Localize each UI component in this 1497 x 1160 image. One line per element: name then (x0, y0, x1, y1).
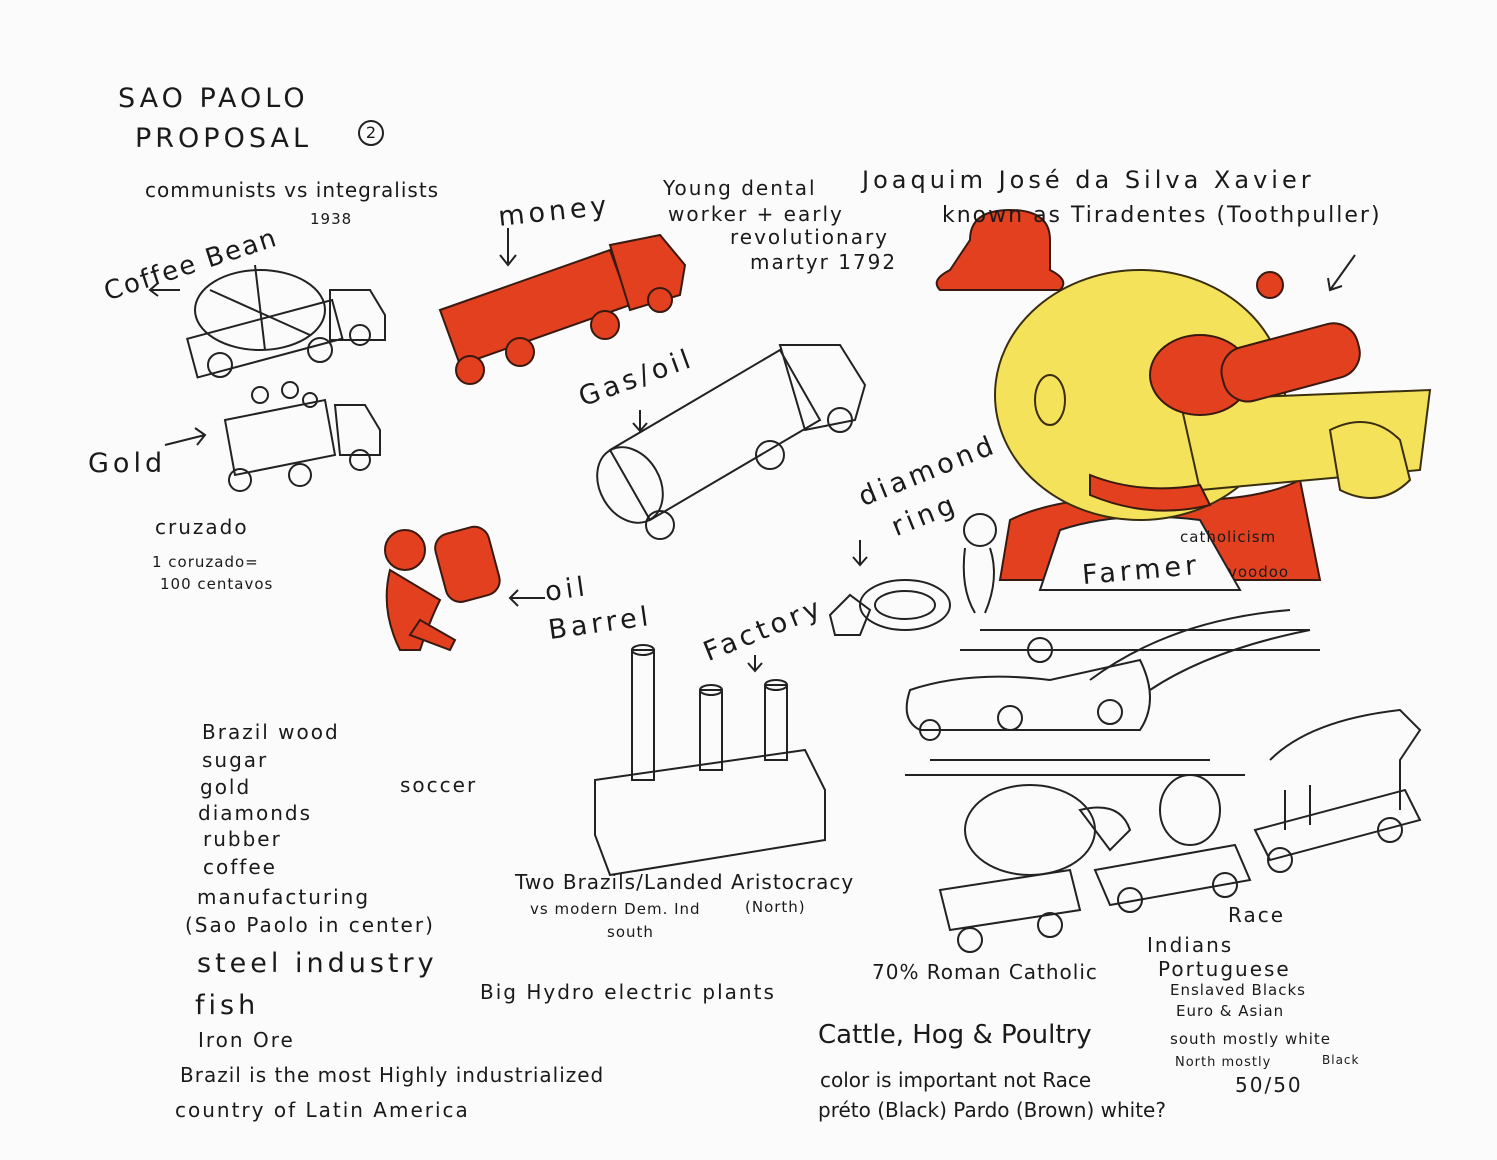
note-livestock: Cattle, Hog & Poultry (818, 1020, 1092, 1050)
note-dental-1: Young dental (663, 176, 817, 200)
note-catholicism: catholicism (1180, 528, 1277, 546)
page-number-badge: 2 (358, 120, 384, 146)
note-known-as: known as Tiradentes (Toothpuller) (942, 203, 1382, 228)
note-dental-2: worker + early (668, 202, 844, 226)
note-industrialized-2: country of Latin America (175, 1098, 470, 1122)
tiradentes-drawing (935, 208, 1432, 591)
note-soccer: soccer (400, 773, 478, 797)
title-line-2: PROPOSAL (135, 123, 312, 154)
note-dental-4: martyr 1792 (750, 250, 898, 274)
race-item: Euro & Asian (1176, 1002, 1285, 1020)
note-industrialized-1: Brazil is the most Highly industrialized (180, 1063, 605, 1087)
resource-item: (Sao Paolo in center) (185, 913, 435, 937)
resource-item: gold (200, 775, 252, 799)
note-steel: steel industry (197, 948, 438, 979)
animal-train-drawing (938, 708, 1422, 953)
note-black: Black (1322, 1053, 1360, 1067)
note-cruzado-def-2: 100 centavos (160, 575, 274, 593)
money-truck-drawing (438, 233, 687, 385)
race-item: Indians (1147, 933, 1234, 957)
note-oil: oil (543, 571, 591, 608)
note-color-1: color is important not Race (820, 1068, 1092, 1092)
oil-tanker-drawing (596, 344, 867, 540)
race-car-drawing (905, 609, 1320, 776)
note-race-title: Race (1228, 903, 1286, 927)
note-communists: communists vs integralists (145, 178, 440, 202)
note-two-brazils: Two Brazils/Landed Aristocracy (515, 870, 855, 894)
resource-item: Brazil wood (202, 720, 340, 744)
note-50-50: 50/50 (1235, 1073, 1303, 1097)
note-south: south (607, 923, 654, 941)
note-iron-ore: Iron Ore (198, 1028, 295, 1052)
man-with-oil-barrel-drawing (384, 525, 501, 652)
note-roman-catholic: 70% Roman Catholic (872, 960, 1098, 984)
diamond-ring-drawing (828, 513, 997, 636)
note-cruzado-def-1: 1 coruzado= (152, 553, 259, 571)
race-item: Portuguese (1158, 957, 1291, 981)
note-voodoo: voodoo (1228, 563, 1290, 581)
arrows (148, 228, 1356, 673)
coffee-truck-drawing (185, 264, 386, 379)
note-modern: vs modern Dem. Ind (530, 900, 701, 918)
note-gold: Gold (88, 448, 167, 479)
note-1938: 1938 (310, 210, 353, 228)
note-color-2: préto (Black) Pardo (Brown) white? (818, 1098, 1166, 1122)
gold-truck-drawing (223, 381, 381, 492)
resource-item: sugar (202, 748, 269, 772)
resource-item: rubber (203, 827, 282, 851)
resource-item: coffee (203, 855, 277, 879)
note-name: Joaquim José da Silva Xavier (862, 166, 1315, 194)
note-south-mostly: south mostly white (1170, 1030, 1332, 1048)
note-north: (North) (745, 898, 806, 916)
note-fish: fish (195, 990, 260, 1021)
note-cruzado: cruzado (155, 515, 249, 539)
note-dental-3: revolutionary (730, 225, 890, 249)
title-line-1: SAO PAOLO (118, 83, 309, 114)
resource-item: manufacturing (197, 885, 371, 909)
factory-drawing (594, 644, 826, 877)
resource-item: diamonds (198, 801, 313, 825)
note-north-mostly: North mostly (1175, 1055, 1272, 1070)
race-item: Enslaved Blacks (1170, 981, 1306, 999)
note-hydro: Big Hydro electric plants (480, 980, 776, 1004)
